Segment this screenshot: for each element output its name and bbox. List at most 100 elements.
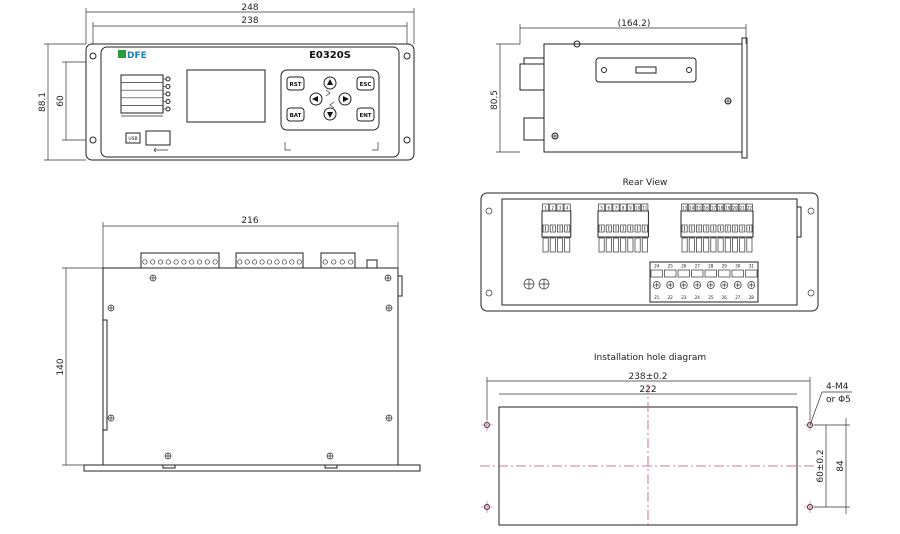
terminal-screw-icon [237,259,243,265]
install-width-outer: 238±0.2 [628,372,667,382]
terminal-screw-icon [142,259,148,265]
top-view: 216 140 [56,216,421,472]
ground-icon [523,278,550,290]
terminal-screw-icon [212,259,218,265]
terminal-screw-icon [733,281,742,289]
terminal-screw-icon [274,259,280,265]
top-height: 140 [56,358,66,375]
install-height-inner: 60±0.2 [816,449,826,482]
terminal-screw-icon [157,259,164,265]
terminal-screw-icon [189,259,195,265]
terminal-screw-icon [322,259,328,265]
mount-hole-icon [89,52,97,60]
terminal-number: 23 [681,295,687,300]
mount-hole-icon [403,136,411,144]
terminal-screw-icon [173,259,179,265]
model-label: E0320S [309,50,351,61]
mount-hole-icon [403,52,411,60]
terminal-number: 27 [735,295,741,300]
terminal-number: 30 [735,264,741,269]
front-width-outer: 248 [241,3,258,13]
terminal-number: 26 [681,264,687,269]
ent-button: ENT [359,113,371,119]
terminal-screw-icon [348,259,354,265]
terminal-screw-icon [706,281,715,289]
terminal-number: 14 [689,206,695,211]
terminal-number: 25 [708,295,714,300]
terminal-number: 27 [695,264,701,269]
terminal-number: 28 [749,295,755,300]
rst-button: RST [290,82,302,88]
install-title: Installation hole diagram [594,353,706,363]
terminal-number: 13 [682,206,688,211]
terminal-number: 19 [725,206,731,211]
terminal-number: 22 [747,206,753,211]
terminal-block [140,252,220,269]
terminal-number: 11 [642,206,648,211]
arrow-right-icon [338,92,352,106]
terminal-screw-icon [165,259,171,265]
arrow-left-icon [309,92,323,106]
lcd-screen [186,69,266,123]
side-height: 80.5 [490,90,500,110]
terminal-screw-icon [181,259,187,265]
terminal-number: 22 [668,295,674,300]
terminal-number: 25 [668,264,674,269]
front-height-inner: 60 [56,95,66,107]
terminal-screw-icon [289,259,295,265]
hole-dia: or Φ5 [826,395,851,405]
terminal-screw-icon [204,259,210,265]
svg-text:DFE: DFE [127,51,147,61]
terminal-block [235,252,304,269]
rear-view-title: Rear View [623,178,668,188]
terminal-screw-icon [331,259,337,265]
terminal-screw-icon [666,281,675,289]
side-depth: (164.2) [618,19,651,29]
terminal-block [320,252,356,269]
bat-button: BAT [290,113,302,119]
terminal-screw-icon [266,259,273,265]
esc-button: ESC [360,82,372,88]
indicator-leds [120,74,171,117]
top-width: 216 [241,216,258,226]
terminal-screw-icon [679,281,688,289]
terminal-number: 29 [722,264,728,269]
terminal-screw-icon [652,281,661,289]
terminal-number: 20 [732,206,738,211]
terminal-number: 10 [635,206,641,211]
arrow-up-icon [323,76,337,90]
front-height-outer: 88.1 [38,92,48,112]
terminal-number: 21 [740,206,746,211]
terminal-number: 24 [654,264,660,269]
install-diagram: Installation hole diagram 238±0.2 222 4-… [480,353,852,528]
terminal-number: 8 [622,206,625,211]
terminal-screw-icon [747,281,756,289]
terminal-screw-icon [339,259,345,265]
terminal-screw-icon [150,259,156,265]
terminal-screw-icon [196,259,203,265]
arrow-down-icon [323,107,337,121]
terminal-screw-icon [244,259,250,265]
terminal-screw-icon [281,259,287,265]
terminal-number: 1 [544,206,547,211]
keypad: RST ESC BAT ENT [280,69,380,151]
install-height-outer: 84 [836,460,846,472]
front-width-inner: 238 [241,16,258,26]
terminal-number: 26 [722,295,728,300]
mount-hole-icon [89,136,97,144]
terminal-screw-icon [720,281,729,289]
terminal-number: 31 [749,264,755,269]
terminal-screw-icon [693,281,702,289]
front-view: 248 238 88.1 60 DFE E0320S [38,3,415,161]
terminal-number: 18 [718,206,724,211]
usb-port [125,132,141,144]
terminal-number: 2 [552,206,555,211]
terminal-screw-icon [252,259,258,265]
terminal-screw-icon [296,259,302,265]
terminal-number: 21 [654,295,660,300]
hole-spec: 4-M4 [826,382,849,392]
terminal-number: 24 [695,295,701,300]
terminal-number: 16 [704,206,710,211]
terminal-number: 9 [629,206,632,211]
